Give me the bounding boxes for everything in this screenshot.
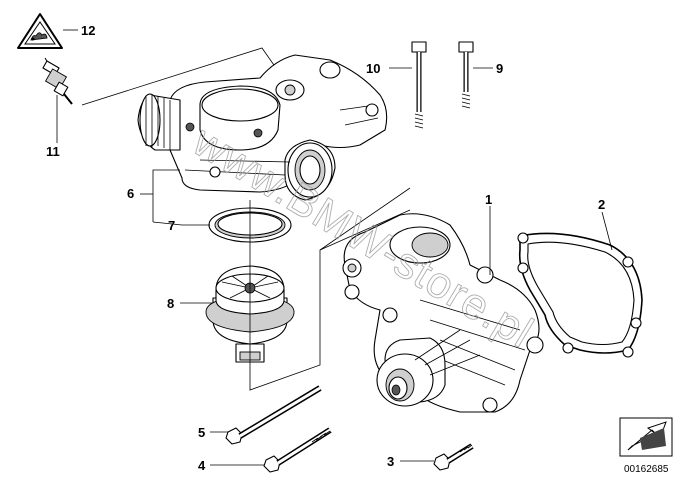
- callout-3[interactable]: 3: [387, 454, 394, 469]
- assembly-guide-lower: [249, 187, 411, 391]
- stud-bolt: [458, 41, 474, 109]
- thermostat-housing: [137, 54, 388, 201]
- callout-5[interactable]: 5: [198, 425, 205, 440]
- callout-8[interactable]: 8: [167, 296, 174, 311]
- water-pump: [342, 213, 544, 413]
- callout-6[interactable]: 6: [127, 186, 134, 201]
- hex-bolt: [225, 385, 322, 445]
- callout-1[interactable]: 1: [485, 192, 492, 207]
- leader-7-join: [152, 221, 183, 226]
- catalog-number: 00162685: [624, 464, 669, 475]
- long-hex-bolt: [263, 427, 332, 473]
- arrow-icon: [619, 417, 673, 457]
- callout-7[interactable]: 7: [168, 218, 175, 233]
- long-stud-bolt: [411, 41, 427, 129]
- temperature-sensor: [42, 57, 73, 105]
- warning-triangle-icon: [17, 13, 63, 49]
- leader-2: [601, 211, 613, 251]
- callout-2[interactable]: 2: [598, 197, 605, 212]
- callout-4[interactable]: 4: [198, 458, 206, 473]
- assembly-guide-upper: [319, 209, 411, 251]
- callout-10[interactable]: 10: [366, 61, 380, 76]
- callout-9[interactable]: 9: [496, 61, 503, 76]
- leader-6-bracket: [152, 169, 180, 222]
- callout-12[interactable]: 12: [81, 23, 95, 38]
- callout-11[interactable]: 11: [46, 144, 60, 159]
- short-hex-bolt: [433, 443, 474, 471]
- pump-gasket: [517, 232, 643, 358]
